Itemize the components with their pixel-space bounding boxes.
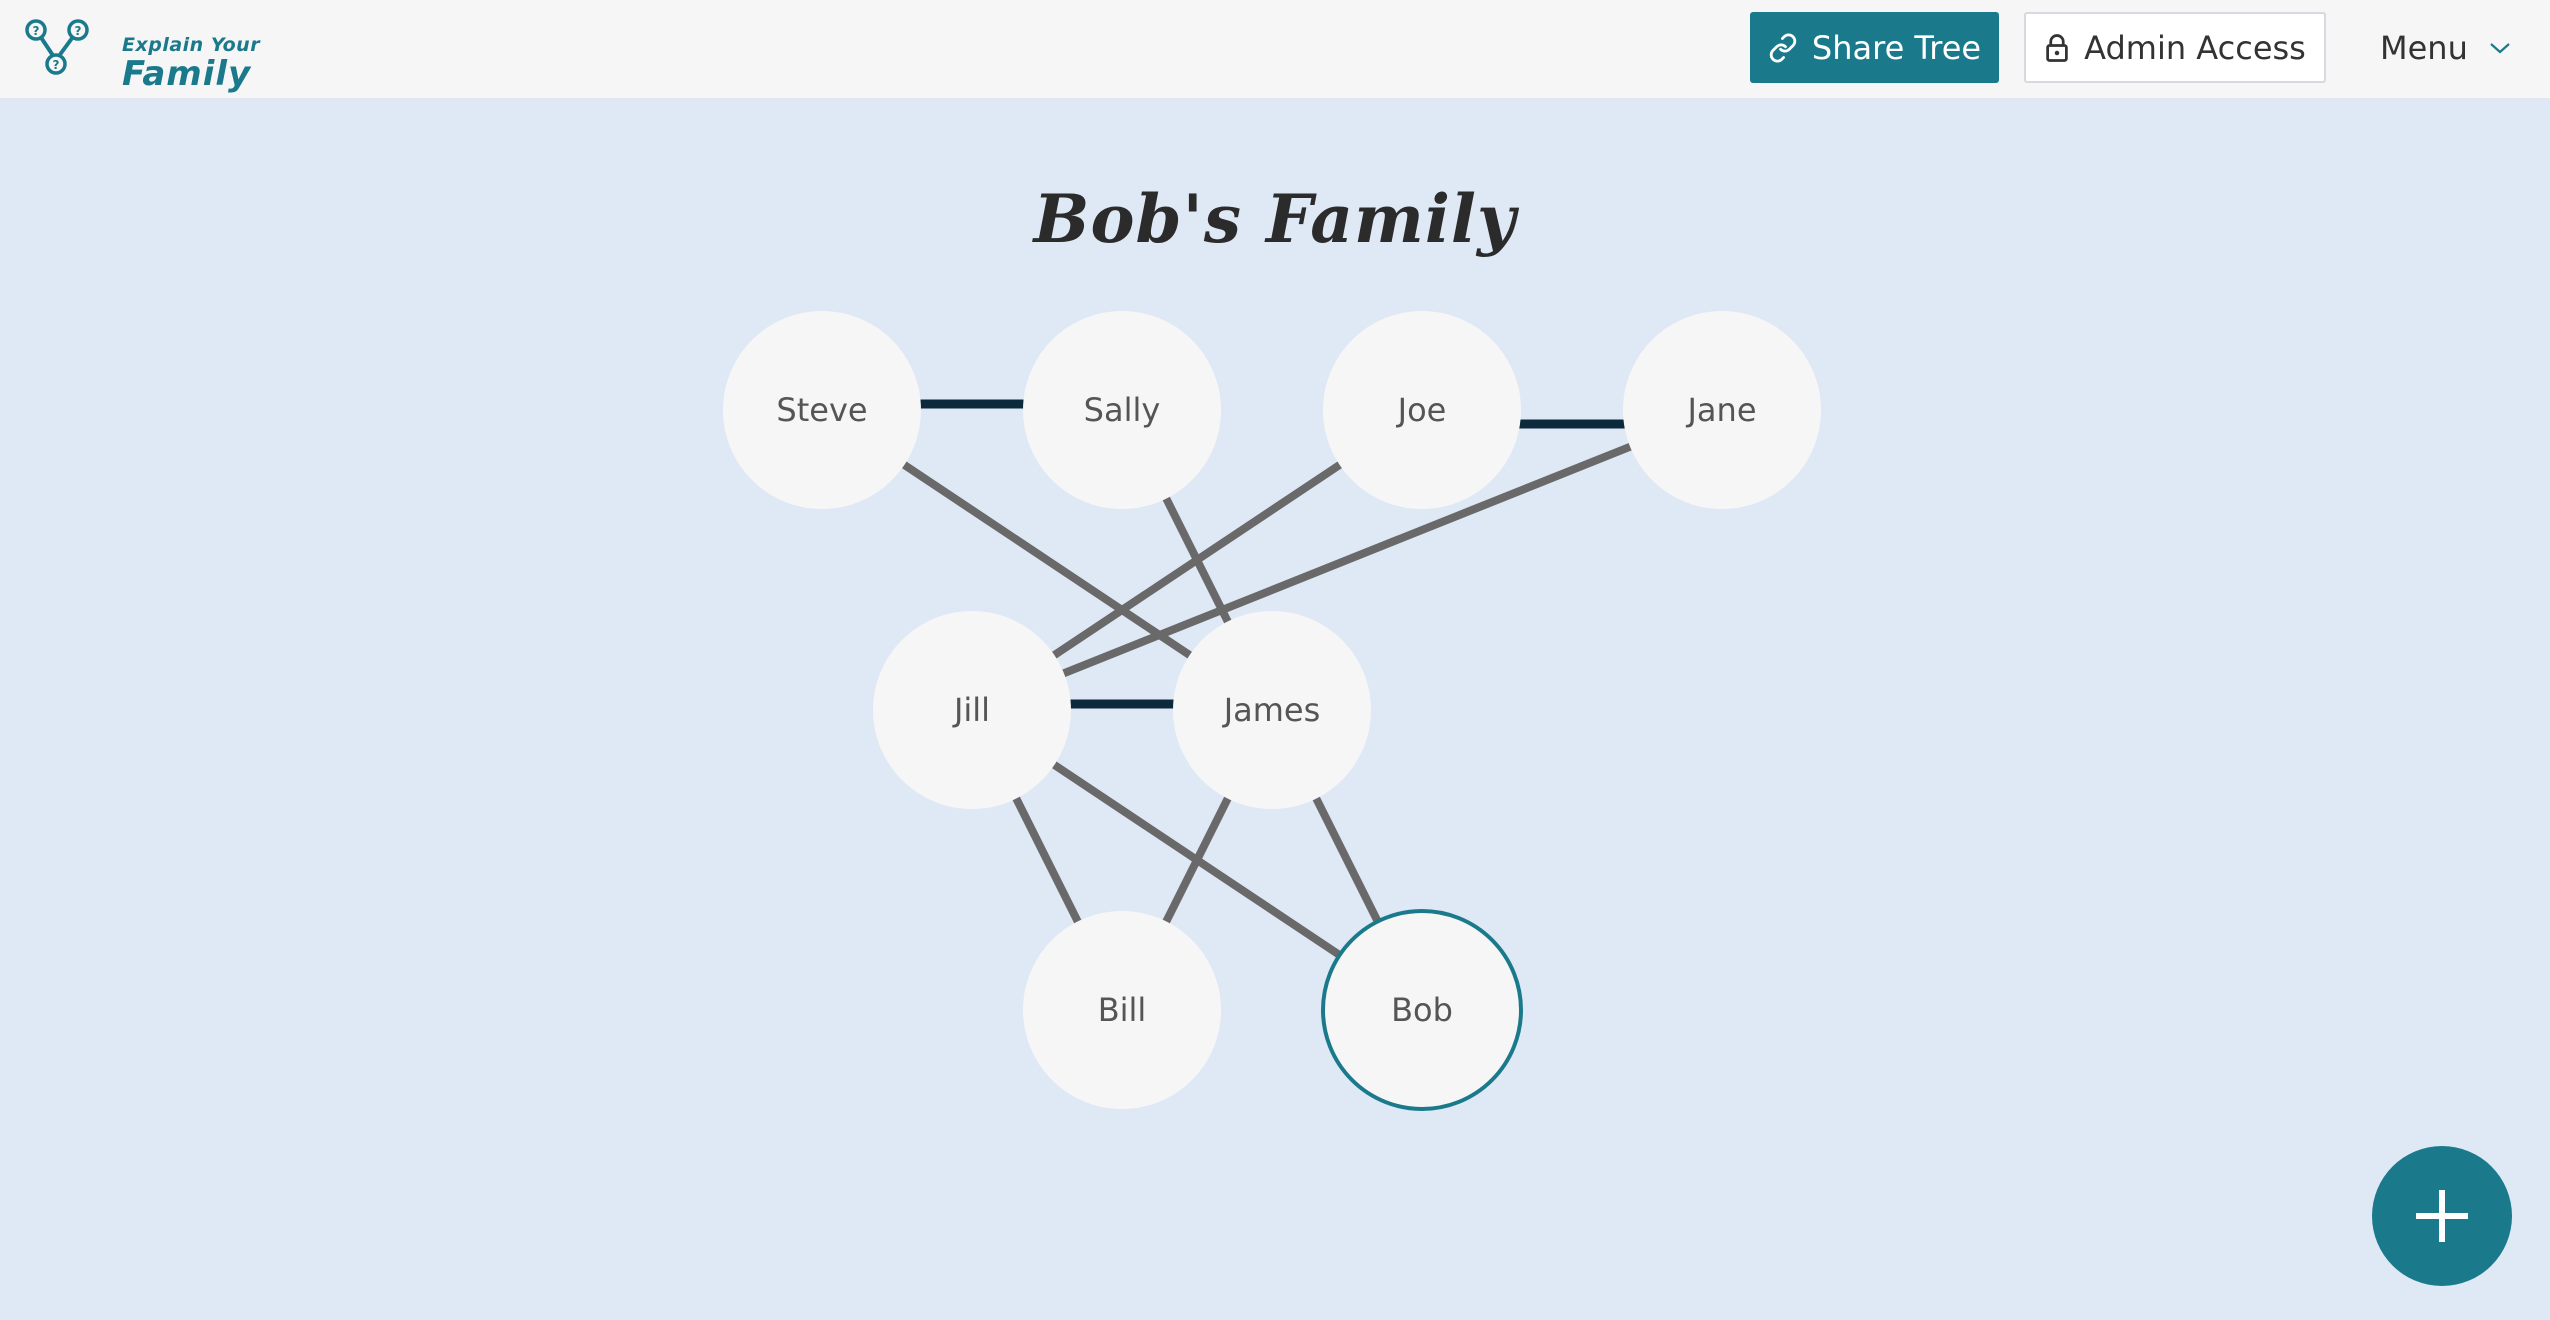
chevron-down-icon xyxy=(2490,43,2510,54)
person-node-jill[interactable]: Jill xyxy=(873,611,1071,809)
person-name: Bill xyxy=(1098,991,1147,1029)
svg-text:?: ? xyxy=(33,24,40,38)
admin-access-button[interactable]: Admin Access xyxy=(2024,12,2326,83)
person-name: Joe xyxy=(1396,391,1447,429)
person-circle xyxy=(723,311,921,509)
person-node-bob[interactable]: Bob xyxy=(1321,909,1523,1111)
person-node-joe[interactable]: Joe xyxy=(1323,311,1521,509)
person-name: Jane xyxy=(1685,391,1756,429)
tree-title: Bob's Family xyxy=(1033,180,1517,258)
menu-dropdown[interactable]: Menu xyxy=(2380,20,2540,76)
person-node-james[interactable]: James xyxy=(1173,611,1371,809)
person-name: Sally xyxy=(1084,391,1161,429)
person-node-steve[interactable]: Steve xyxy=(723,311,921,509)
family-tree-logo-icon: ? ? ? xyxy=(25,19,89,75)
person-name: Jill xyxy=(952,691,990,729)
svg-text:?: ? xyxy=(75,24,82,38)
logo-text-line1: Explain Your xyxy=(122,34,261,56)
add-person-button[interactable] xyxy=(2372,1146,2512,1286)
person-name: Steve xyxy=(776,391,867,429)
admin-access-label: Admin Access xyxy=(2084,28,2306,67)
share-tree-label: Share Tree xyxy=(1811,28,1982,67)
app-logo[interactable]: ? ? ? Explain Your Family xyxy=(22,16,260,94)
logo-text-line2: Family xyxy=(122,54,252,94)
lock-icon xyxy=(2046,33,2068,62)
svg-text:?: ? xyxy=(53,58,60,72)
link-icon xyxy=(1769,33,1797,62)
person-circle xyxy=(1321,909,1523,1111)
menu-label: Menu xyxy=(2380,29,2468,67)
person-name: Bob xyxy=(1391,991,1453,1029)
person-circle xyxy=(873,611,1071,809)
person-circle xyxy=(1623,311,1821,509)
person-circle xyxy=(1323,311,1521,509)
app-header: ? ? ? Explain Your Family Share Tree Adm… xyxy=(0,0,2550,99)
parent-child-line xyxy=(970,406,1724,714)
person-node-sally[interactable]: Sally xyxy=(1023,311,1221,509)
person-node-bill[interactable]: Bill xyxy=(1023,911,1221,1109)
person-name: James xyxy=(1222,691,1321,729)
person-circle xyxy=(1173,611,1371,809)
person-node-jane[interactable]: Jane xyxy=(1623,311,1821,509)
plus-icon xyxy=(2416,1190,2468,1242)
person-circle xyxy=(1023,911,1221,1109)
share-tree-button[interactable]: Share Tree xyxy=(1750,12,1999,83)
person-circle xyxy=(1023,311,1221,509)
